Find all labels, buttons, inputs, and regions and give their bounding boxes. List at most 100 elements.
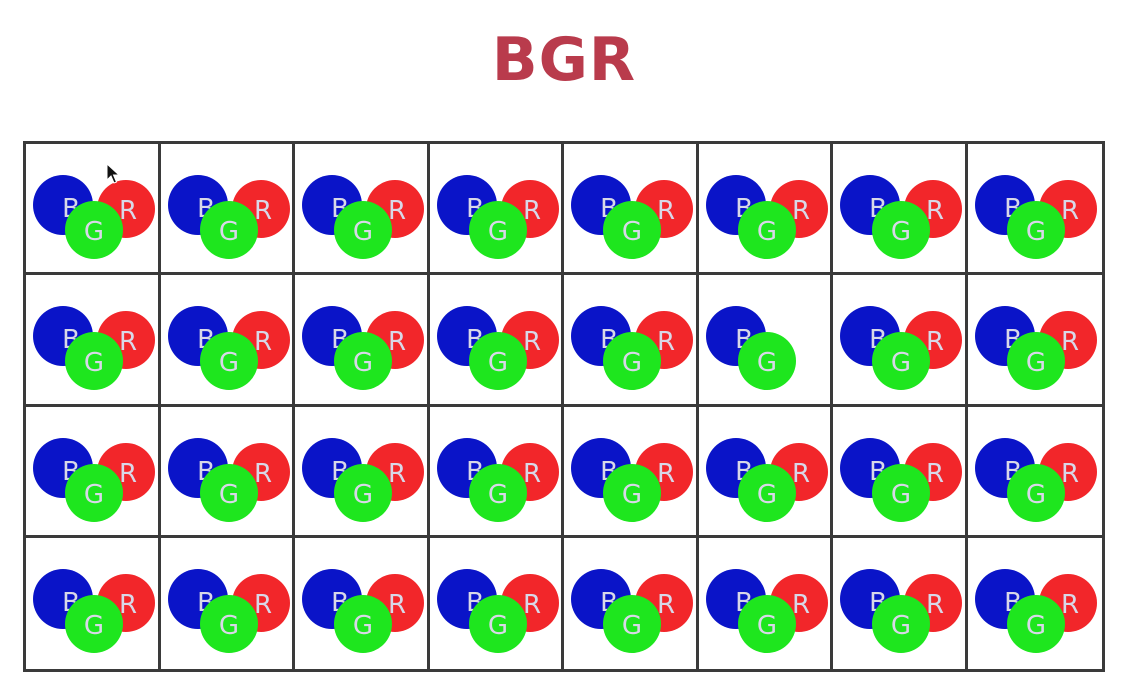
green-subpixel	[334, 463, 392, 522]
red-subpixel-label: R	[657, 459, 675, 489]
green-subpixel	[872, 463, 930, 522]
green-subpixel	[872, 594, 930, 653]
green-subpixel-label: G	[487, 217, 507, 247]
green-subpixel-label: G	[487, 611, 507, 641]
green-subpixel-label: G	[84, 217, 104, 247]
red-subpixel-label: R	[791, 459, 809, 489]
green-subpixel-label: G	[622, 217, 642, 247]
red-subpixel-label: R	[119, 327, 137, 357]
green-subpixel-label: G	[218, 611, 238, 641]
green-subpixel	[65, 332, 123, 391]
red-subpixel-label: R	[1060, 590, 1078, 620]
green-subpixel-label: G	[891, 611, 911, 641]
red-subpixel-label: R	[522, 590, 540, 620]
green-subpixel	[737, 201, 796, 259]
mouse-cursor-icon	[106, 163, 120, 184]
green-subpixel-label: G	[218, 480, 238, 510]
green-subpixel	[468, 332, 527, 391]
red-subpixel-label: R	[388, 327, 406, 357]
red-subpixel-label: R	[253, 196, 271, 226]
green-subpixel-label: G	[84, 611, 104, 641]
green-subpixel	[603, 594, 661, 653]
green-subpixel	[199, 463, 258, 522]
green-subpixel-label: G	[622, 480, 642, 510]
red-subpixel-label: R	[253, 590, 271, 620]
red-subpixel-label: R	[388, 196, 406, 226]
red-subpixel-label: R	[119, 196, 137, 226]
green-subpixel	[872, 332, 930, 391]
red-subpixel-label: R	[791, 196, 809, 226]
red-subpixel-label: R	[657, 590, 675, 620]
red-subpixel-label: R	[388, 590, 406, 620]
green-subpixel	[199, 332, 258, 391]
red-subpixel-label: R	[926, 327, 944, 357]
red-subpixel-label: R	[926, 196, 944, 226]
red-subpixel-label: R	[1060, 327, 1078, 357]
red-subpixel-label: R	[657, 327, 675, 357]
green-subpixel-label: G	[891, 217, 911, 247]
green-subpixel-label: G	[218, 348, 238, 378]
green-subpixel-label: G	[756, 611, 776, 641]
green-subpixel	[468, 463, 527, 522]
green-subpixel-label: G	[1025, 217, 1045, 247]
green-subpixel	[603, 463, 661, 522]
red-subpixel-label: R	[1060, 196, 1078, 226]
red-subpixel-label: R	[791, 590, 809, 620]
green-subpixel	[468, 201, 527, 259]
green-subpixel-label: G	[353, 348, 373, 378]
red-subpixel-label: R	[1060, 459, 1078, 489]
subpixel-cluster: BG	[705, 306, 796, 391]
green-subpixel	[737, 332, 796, 391]
green-subpixel-label: G	[218, 217, 238, 247]
red-subpixel-label: R	[522, 459, 540, 489]
red-subpixel-label: R	[119, 590, 137, 620]
red-subpixel-label: R	[253, 327, 271, 357]
green-subpixel	[1006, 594, 1065, 653]
green-subpixel-label: G	[756, 348, 776, 378]
green-subpixel	[334, 332, 392, 391]
page-title: BGR	[491, 25, 637, 95]
green-subpixel-label: G	[891, 480, 911, 510]
green-subpixel-label: G	[353, 480, 373, 510]
green-subpixel	[65, 594, 123, 653]
green-subpixel-label: G	[353, 611, 373, 641]
